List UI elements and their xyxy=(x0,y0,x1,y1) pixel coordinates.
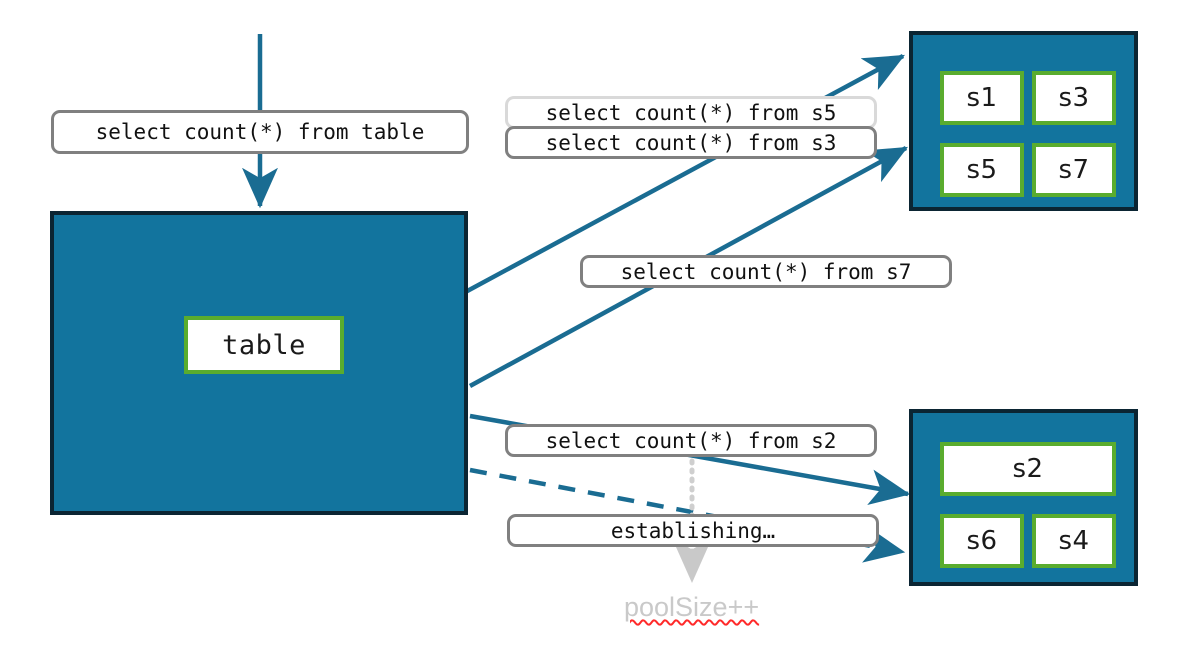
shard-s4[interactable]: s4 xyxy=(1032,514,1116,568)
shard-s2-label: s2 xyxy=(1012,454,1044,484)
query-label-s5[interactable]: select count(*) from s5 xyxy=(505,96,877,129)
shard-group-bottom[interactable]: s2 s6 s4 xyxy=(909,409,1138,586)
establishing-label-text: establishing… xyxy=(610,518,776,543)
shard-s2[interactable]: s2 xyxy=(940,442,1116,496)
shard-s3-label: s3 xyxy=(1058,83,1090,113)
query-label-s3[interactable]: select count(*) from s3 xyxy=(505,126,877,159)
shard-group-top[interactable]: s1 s3 s5 s7 xyxy=(909,31,1138,211)
query-label-s2[interactable]: select count(*) from s2 xyxy=(505,424,877,457)
query-label-s7-text: select count(*) from s7 xyxy=(620,259,912,284)
query-label-s5-text: select count(*) from s5 xyxy=(545,100,837,125)
shard-s5-label: s5 xyxy=(966,155,998,185)
shard-s6-label: s6 xyxy=(966,526,998,556)
shard-s6[interactable]: s6 xyxy=(940,514,1024,568)
shard-s3[interactable]: s3 xyxy=(1032,71,1116,125)
establishing-label[interactable]: establishing… xyxy=(507,514,879,547)
poolsize-annotation: poolSize++ xyxy=(624,592,759,623)
shard-s1[interactable]: s1 xyxy=(940,71,1024,125)
table-chip[interactable]: table xyxy=(184,316,344,374)
poolsize-annotation-text: poolSize++ xyxy=(624,592,760,622)
shard-s1-label: s1 xyxy=(966,83,998,113)
shard-s5[interactable]: s5 xyxy=(940,143,1024,197)
query-label-s2-text: select count(*) from s2 xyxy=(545,428,837,453)
query-label-s3-text: select count(*) from s3 xyxy=(545,130,837,155)
entry-query-label[interactable]: select count(*) from table xyxy=(51,110,469,154)
entry-query-text: select count(*) from table xyxy=(95,120,425,144)
table-chip-label: table xyxy=(222,329,306,361)
query-label-s7[interactable]: select count(*) from s7 xyxy=(580,255,952,288)
shard-s7-label: s7 xyxy=(1058,155,1090,185)
shard-s4-label: s4 xyxy=(1058,526,1090,556)
shard-s7[interactable]: s7 xyxy=(1032,143,1116,197)
table-node[interactable]: table xyxy=(50,211,468,515)
